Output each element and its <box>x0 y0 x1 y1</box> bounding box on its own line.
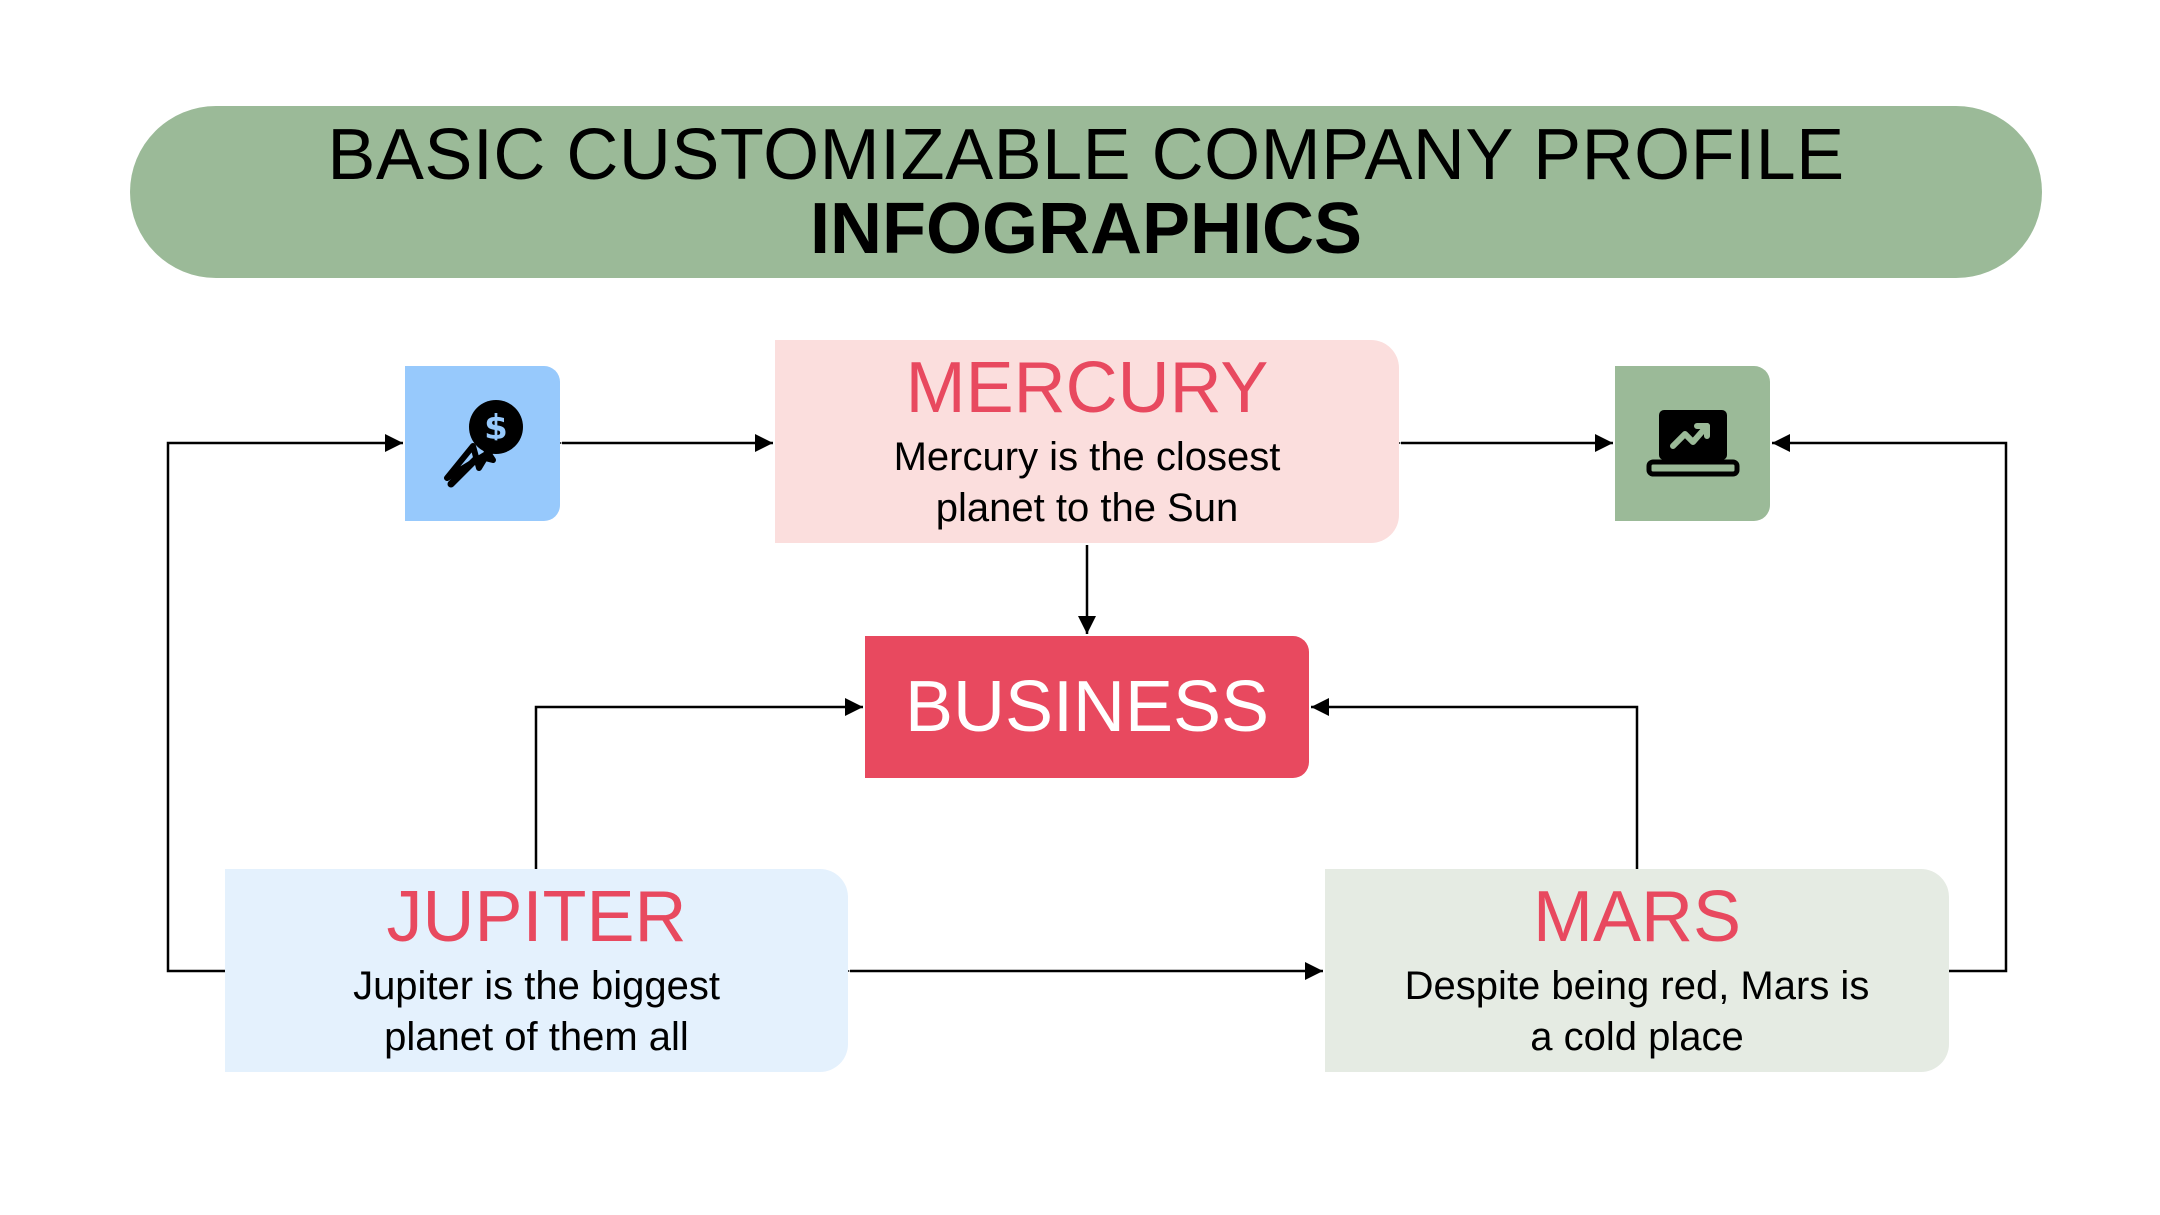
jupiter-desc-line-1: Jupiter is the biggest <box>353 963 720 1008</box>
business-box: BUSINESS <box>865 636 1309 778</box>
laptop-growth-icon <box>1646 409 1739 476</box>
business-label: BUSINESS <box>904 667 1270 747</box>
jupiter-description: Jupiter is the biggest planet of them al… <box>353 961 720 1063</box>
mercury-desc-line-1: Mercury is the closest <box>893 434 1281 479</box>
mercury-card: MERCURY Mercury is the closest planet to… <box>775 340 1399 543</box>
mercury-title: MERCURY <box>905 347 1269 428</box>
dollar-click-icon: $ <box>443 399 523 487</box>
title-line-1: BASIC CUSTOMIZABLE COMPANY PROFILE <box>327 115 1845 195</box>
arrow-mars-to-icon-right <box>1772 434 2008 973</box>
svg-text:$: $ <box>484 408 508 448</box>
arrow-jupiter-to-icon-left <box>166 434 403 973</box>
jupiter-title: JUPITER <box>386 876 687 957</box>
mercury-desc-line-2: planet to the Sun <box>935 485 1239 530</box>
mars-card: MARS Despite being red, Mars is a cold p… <box>1325 869 1949 1072</box>
arrow-mars-to-business <box>1311 698 1639 869</box>
jupiter-card: JUPITER Jupiter is the biggest planet of… <box>225 869 848 1072</box>
jupiter-desc-line-2: planet of them all <box>384 1014 689 1059</box>
mars-desc-line-1: Despite being red, Mars is <box>1404 963 1870 1008</box>
title-banner: BASIC CUSTOMIZABLE COMPANY PROFILE INFOG… <box>130 106 2042 278</box>
title-line-2: INFOGRAPHICS <box>809 189 1363 269</box>
icon-box-left: $ <box>405 366 560 521</box>
mercury-description: Mercury is the closest planet to the Sun <box>894 432 1281 534</box>
mars-description: Despite being red, Mars is a cold place <box>1405 961 1870 1063</box>
arrow-jupiter-to-business <box>534 698 863 869</box>
mars-desc-line-2: a cold place <box>1530 1014 1744 1059</box>
icon-box-right <box>1615 366 1770 521</box>
mars-title: MARS <box>1532 876 1742 957</box>
